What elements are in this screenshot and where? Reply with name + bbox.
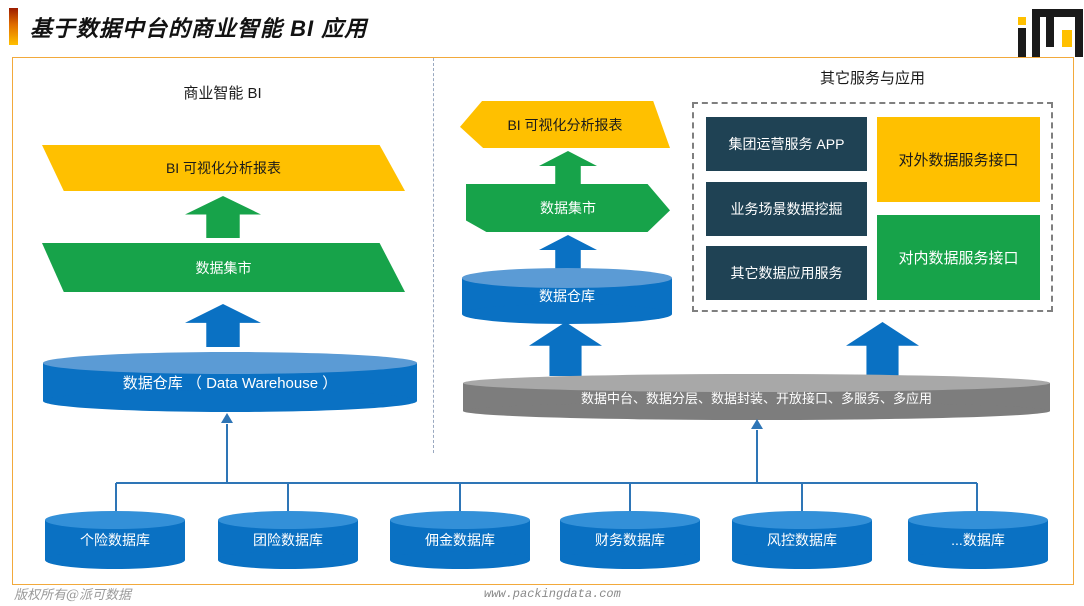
connector-line [629, 483, 631, 513]
db-label: ...数据库 [951, 532, 1005, 548]
warehouse-cylinder: 数据仓库 （ Data Warehouse ） [43, 352, 417, 412]
section-divider-line [433, 58, 434, 453]
connector-line [115, 483, 117, 513]
connector-line [459, 483, 461, 513]
connector-line [287, 483, 289, 513]
service-app-box: 其它数据应用服务 [706, 246, 867, 300]
bi-section-heading: 商业智能 BI [183, 85, 262, 102]
db-cylinder: 风控数据库 [732, 511, 872, 569]
bi-report-banner: BI 可视化分析报表 [42, 145, 405, 191]
services-heading: 其它服务与应用 [819, 70, 925, 87]
services-panel [692, 102, 1053, 312]
connector-line [976, 483, 978, 513]
connector-line [226, 424, 228, 483]
db-label: 风控数据库 [767, 532, 837, 548]
platform-cylinder: 数据中台、数据分层、数据封装、开放接口、多服务、多应用 [463, 374, 1050, 420]
title-accent-bar [9, 8, 18, 45]
db-cylinder: ...数据库 [908, 511, 1048, 569]
external-api-box: 对外数据服务接口 [877, 117, 1040, 202]
db-label: 团险数据库 [253, 532, 323, 548]
data-mart-banner: 数据集市 [42, 243, 405, 292]
db-cylinder: 佣金数据库 [390, 511, 530, 569]
service-app-box: 业务场景数据挖掘 [706, 182, 867, 236]
content-frame [12, 57, 1074, 585]
db-cylinder: 财务数据库 [560, 511, 700, 569]
db-cylinder: 个险数据库 [45, 511, 185, 569]
service-app-box: 集团运营服务 APP [706, 117, 867, 171]
db-label: 佣金数据库 [425, 532, 495, 548]
mid-warehouse-cylinder: 数据仓库 [462, 268, 672, 324]
mid-report-banner: BI 可视化分析报表 [460, 101, 670, 148]
db-cylinder: 团险数据库 [218, 511, 358, 569]
mid-warehouse-label: 数据仓库 [539, 288, 595, 304]
internal-api-box: 对内数据服务接口 [877, 215, 1040, 300]
brand-logo-icon [1018, 9, 1083, 57]
copyright-text: 版权所有@派可数据 [14, 588, 132, 603]
platform-label: 数据中台、数据分层、数据封装、开放接口、多服务、多应用 [580, 390, 932, 406]
connector-line [756, 430, 758, 483]
warehouse-label: 数据仓库 （ Data Warehouse ） [122, 374, 338, 392]
website-text: www.packingdata.com [484, 587, 621, 601]
db-label: 个险数据库 [80, 532, 150, 548]
connector-line [116, 482, 977, 484]
db-label: 财务数据库 [595, 532, 665, 548]
arrowhead-icon [221, 413, 233, 423]
page-title: 基于数据中台的商业智能 BI 应用 [30, 16, 368, 41]
arrowhead-icon [751, 419, 763, 429]
mid-data-mart-banner: 数据集市 [466, 184, 670, 232]
connector-line [801, 483, 803, 513]
